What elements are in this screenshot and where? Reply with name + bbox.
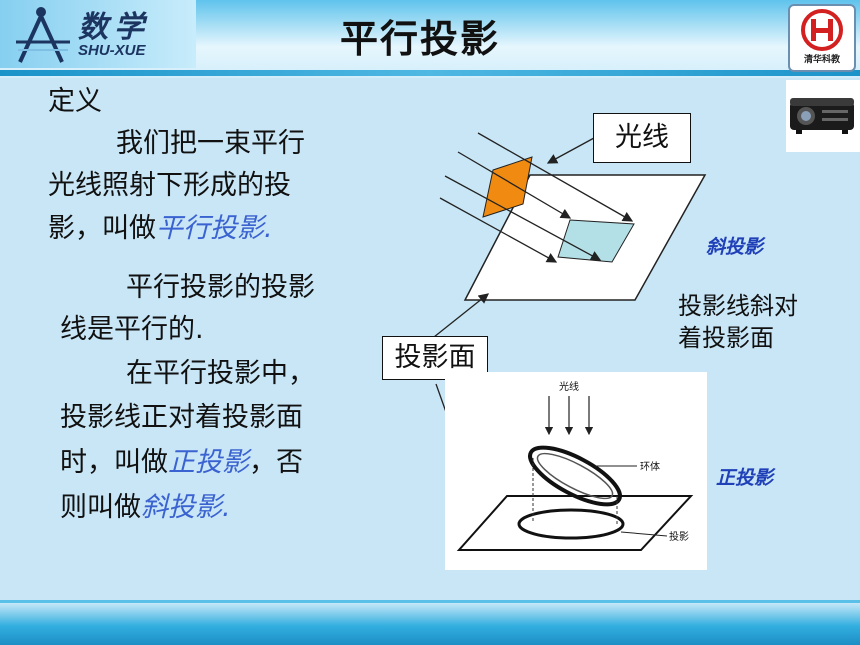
light-label-box: 光线	[593, 113, 691, 163]
photo-ring-label: 环体	[640, 461, 660, 473]
shadow-parallelogram	[557, 219, 635, 263]
ring-projection-drawing: 光线 环体 投影	[456, 380, 694, 551]
period: .	[222, 492, 231, 523]
ring-body	[528, 445, 622, 507]
compass-icon	[16, 7, 70, 63]
leader-line	[620, 531, 668, 537]
explanation-line-1: 平行投影的投影	[126, 272, 315, 303]
subject-logo: 数学 SHU-XUE	[0, 0, 196, 68]
logo-title: 数学	[78, 10, 150, 45]
explanation-line-3: 在平行投影中，	[126, 358, 315, 389]
brand-mark-icon	[801, 9, 843, 51]
explanation-line-2: 线是平行的.	[60, 314, 204, 345]
pointer-arrow	[433, 293, 490, 338]
term-oblique-projection: 斜投影	[141, 492, 222, 523]
orthographic-projection-label: 正投影	[716, 467, 774, 489]
ring-shadow	[517, 508, 625, 540]
orthographic-projection-figure: 光线 环体 投影	[445, 372, 707, 570]
explanation-text: 时，叫做	[60, 447, 168, 478]
light-ray	[477, 132, 634, 222]
light-ray	[444, 175, 602, 261]
explanation-text: 则叫做	[60, 492, 141, 523]
explanation-text: ，否	[249, 447, 303, 478]
light-ray	[457, 151, 572, 219]
explanation-line-6: 则叫做斜投影.	[60, 488, 231, 528]
term-orthographic-projection: 正投影	[168, 447, 249, 478]
page-title: 平行投影	[339, 17, 500, 61]
term-parallel-projection: 平行投影	[156, 213, 264, 244]
explanation-line-5: 时，叫做正投影，否	[60, 443, 303, 483]
ring-body-inner	[536, 452, 614, 500]
brand-text: 清华科教	[803, 55, 840, 65]
definition-line-2: 光线照射下形成的投	[48, 170, 291, 201]
definition-line-1: 我们把一束平行	[116, 128, 305, 159]
oblique-note-line-2: 着投影面	[678, 324, 774, 352]
explanation-line-4: 投影线正对着投影面	[60, 402, 303, 433]
footer-bar	[0, 603, 860, 645]
oblique-note-line-1: 投影线斜对	[678, 292, 798, 320]
light-source-parallelogram	[482, 156, 533, 218]
photo-shadow-label: 投影	[669, 530, 689, 543]
logo-subtitle: SHU-XUE	[78, 42, 146, 59]
projector-image	[786, 80, 860, 152]
oblique-projection-label: 斜投影	[706, 236, 764, 258]
footer-divider	[0, 600, 860, 604]
photo-light-label: 光线	[559, 380, 579, 393]
header-divider	[0, 70, 860, 76]
definition-heading: 定义	[48, 86, 102, 117]
projector-icon	[790, 98, 854, 134]
definition-text: 影，叫做	[48, 213, 156, 244]
definition-line-3: 影，叫做平行投影.	[48, 209, 273, 249]
brand-logo: 清华科教	[788, 4, 856, 72]
light-ray	[439, 197, 558, 263]
pointer-arrow	[546, 137, 595, 164]
period: .	[264, 213, 273, 244]
